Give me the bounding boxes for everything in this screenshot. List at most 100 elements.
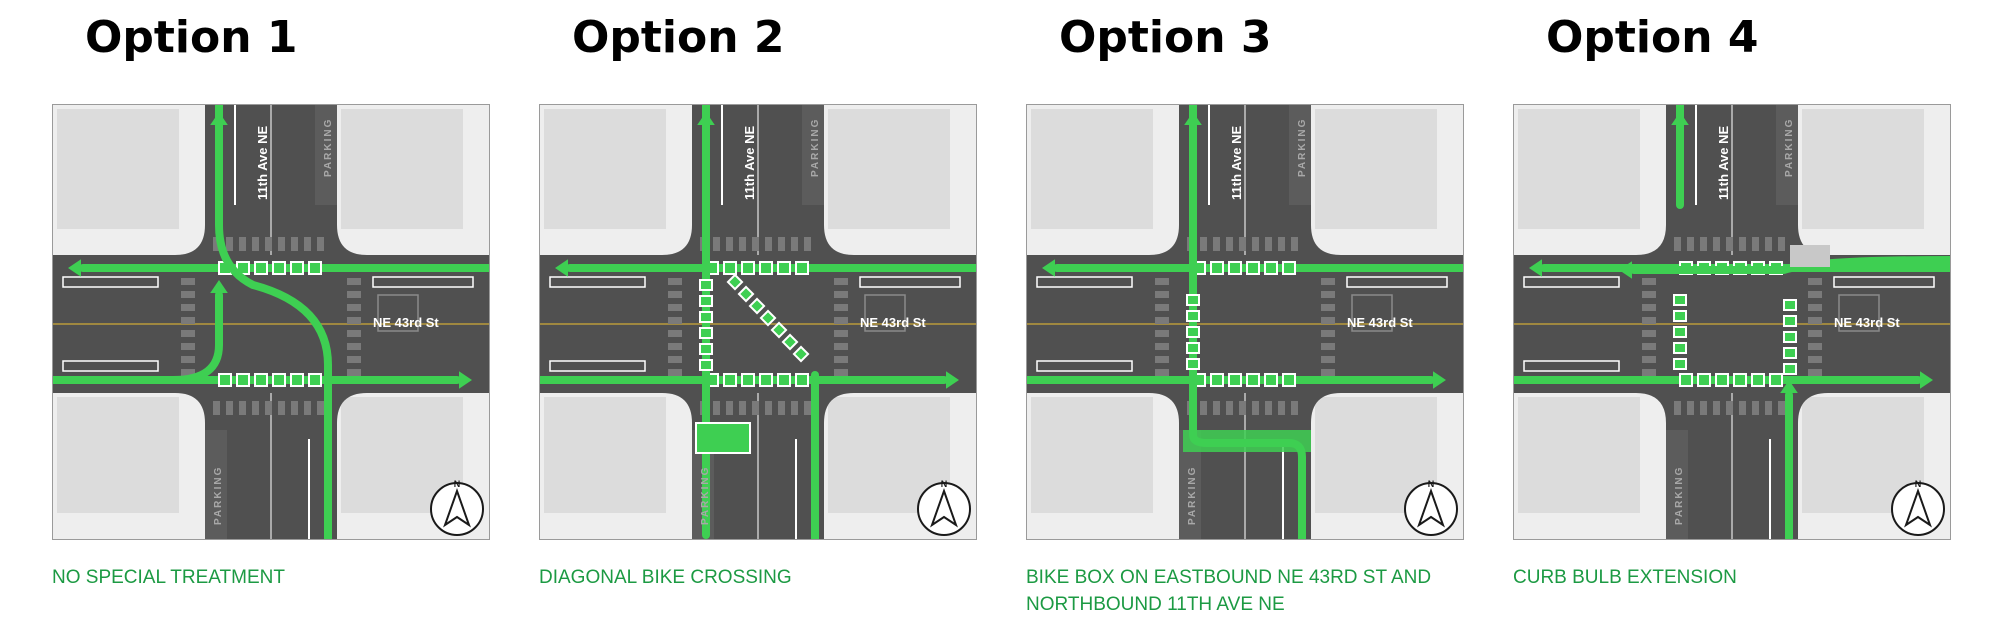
avenue-label: 11th Ave NE xyxy=(1716,125,1731,200)
crosswalk-stripe xyxy=(726,401,733,415)
crosswalk-stripe xyxy=(834,369,848,376)
curb-corner xyxy=(337,225,367,255)
option-caption: NO SPECIAL TREATMENT xyxy=(52,567,285,588)
crosswalk-stripe xyxy=(239,237,246,251)
bike-arrow-head xyxy=(697,112,715,125)
crosswalk-stripe xyxy=(181,317,195,324)
bike-route xyxy=(215,105,332,539)
crosswalk-stripe xyxy=(304,237,311,251)
crossbike-marking xyxy=(1246,373,1260,387)
building-lot xyxy=(341,109,463,229)
crosswalk-stripe xyxy=(1226,401,1233,415)
crosswalk-stripe xyxy=(668,304,682,311)
crossbike-marking xyxy=(1783,363,1797,375)
curb-corner xyxy=(1798,393,1828,423)
crosswalk-stripe xyxy=(1213,401,1220,415)
buffer-hatch xyxy=(1036,276,1133,288)
crossbike-marking xyxy=(1673,326,1687,338)
crosswalk-stripe xyxy=(668,291,682,298)
crosswalk-stripe xyxy=(1321,369,1335,376)
crosswalk-stripe xyxy=(1291,237,1298,251)
diagonal-crossbike xyxy=(737,285,755,303)
crosswalk-stripe xyxy=(834,304,848,311)
crosswalk-stripe xyxy=(265,401,272,415)
street-label: NE 43rd St xyxy=(1347,315,1413,330)
crosswalk-stripe xyxy=(1726,237,1733,251)
crosswalk-stripe xyxy=(1155,291,1169,298)
crosswalk-stripe xyxy=(213,237,220,251)
parking-label: PARKING xyxy=(700,466,711,525)
crossbike-marking xyxy=(1751,373,1765,387)
north-arrow-icon xyxy=(917,482,971,536)
bike-arrow-head xyxy=(1529,259,1542,277)
buffer-hatch xyxy=(859,276,961,288)
crossbike-marking xyxy=(699,295,713,307)
bike-arrow-head xyxy=(1671,112,1689,125)
crosswalk-stripe xyxy=(668,278,682,285)
diagonal-crossbike xyxy=(770,321,788,339)
crossbike-marking xyxy=(795,261,809,275)
crosswalk-stripe xyxy=(1226,237,1233,251)
crosswalk-stripe xyxy=(1252,401,1259,415)
buffer-hatch xyxy=(1523,276,1620,288)
parking-label: PARKING xyxy=(1784,118,1795,177)
crosswalk-stripe xyxy=(1808,356,1822,363)
building-lot xyxy=(1315,109,1437,229)
crossbike-marking xyxy=(1264,373,1278,387)
crossbike-marking xyxy=(1673,358,1687,370)
crosswalk-stripe xyxy=(1674,401,1681,415)
crosswalk-stripe xyxy=(804,401,811,415)
crossbike-marking xyxy=(1783,315,1797,327)
crosswalk-stripe xyxy=(1321,317,1335,324)
crosswalk-stripe xyxy=(778,401,785,415)
parking-label: PARKING xyxy=(323,118,334,177)
crosswalk-stripe xyxy=(1642,291,1656,298)
crossbike-marking xyxy=(308,261,322,275)
parking-label: PARKING xyxy=(213,466,224,525)
avenue-label: 11th Ave NE xyxy=(742,125,757,200)
crossbike-marking xyxy=(1282,373,1296,387)
bike-arrow-head xyxy=(555,259,568,277)
crosswalk-stripe xyxy=(1200,401,1207,415)
crossbike-marking xyxy=(1697,373,1711,387)
crosswalk-stripe xyxy=(1687,237,1694,251)
crosswalk-stripe xyxy=(1321,343,1335,350)
crosswalk-stripe xyxy=(1808,330,1822,337)
option-title: Option 2 xyxy=(572,12,785,63)
buffer-hatch xyxy=(62,360,159,372)
north-arrow-icon xyxy=(1891,482,1945,536)
buffer-hatch xyxy=(1523,360,1620,372)
crosswalk-stripe xyxy=(1291,401,1298,415)
crosswalk-stripe xyxy=(181,278,195,285)
crossbike-marking xyxy=(236,373,250,387)
curb-corner xyxy=(662,225,692,255)
crosswalk-stripe xyxy=(1808,369,1822,376)
option-title: Option 3 xyxy=(1059,12,1272,63)
crosswalk-stripe xyxy=(347,330,361,337)
bike-arrow-head xyxy=(1920,371,1933,389)
building-lot xyxy=(1518,397,1640,513)
crossbike-marking xyxy=(1783,299,1797,311)
bike-arrow-head xyxy=(1433,371,1446,389)
crosswalk-stripe xyxy=(1808,317,1822,324)
crosswalk-stripe xyxy=(1642,278,1656,285)
north-label: N xyxy=(454,479,461,489)
crosswalk-stripe xyxy=(739,401,746,415)
parking-lane xyxy=(1776,105,1798,205)
avenue-label: 11th Ave NE xyxy=(255,125,270,200)
crosswalk-stripe xyxy=(213,401,220,415)
north-arrow-icon xyxy=(1417,487,1445,528)
crossbike-marking xyxy=(759,261,773,275)
crosswalk-stripe xyxy=(1155,369,1169,376)
crosswalk-stripe xyxy=(1278,401,1285,415)
crosswalk-stripe xyxy=(765,237,772,251)
bike-arrow-head xyxy=(68,259,81,277)
buffer-hatch xyxy=(549,276,646,288)
crosswalk-stripe xyxy=(1642,317,1656,324)
crosswalk-stripe xyxy=(1808,343,1822,350)
crosswalk-stripe xyxy=(834,343,848,350)
crossbike-marking xyxy=(1783,347,1797,359)
